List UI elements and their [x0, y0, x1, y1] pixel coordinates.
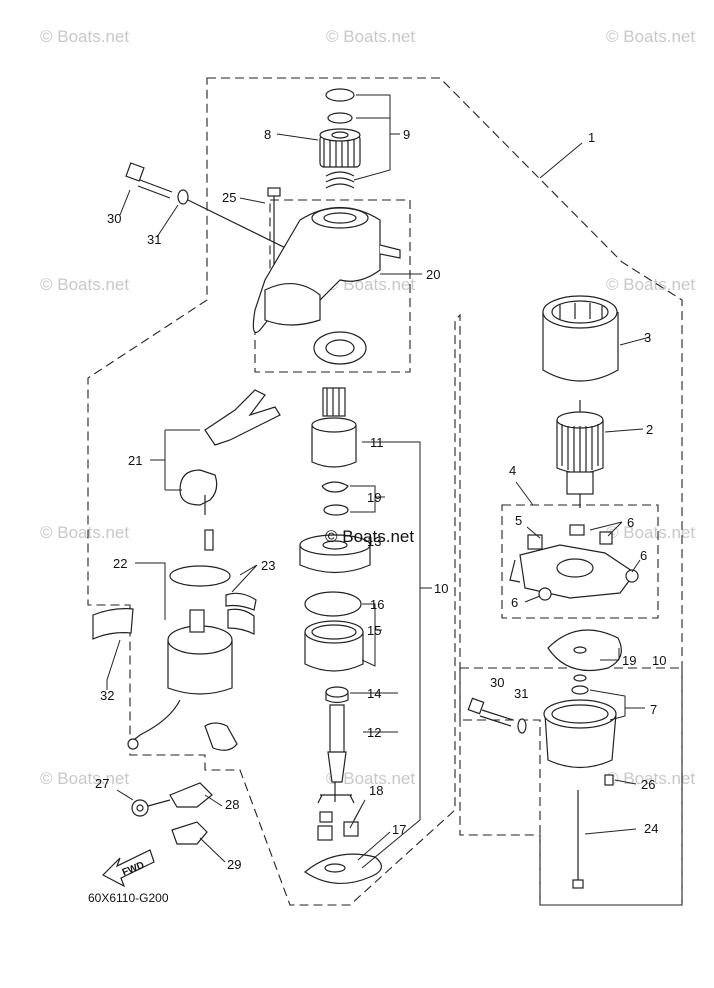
part-30-bolt-lower — [467, 697, 514, 727]
watermark-text: © Boats.net — [40, 27, 129, 46]
watermark-text: © Boats.net — [40, 769, 129, 788]
part-22-solenoid — [127, 529, 233, 750]
part-21-stopper-lever — [179, 389, 281, 515]
callout-14: 14 — [367, 686, 381, 701]
callout-20: 20 — [426, 267, 440, 282]
part-2-armature — [556, 400, 604, 508]
callout-15: 15 — [367, 623, 381, 638]
center-watermark: © Boats.net — [325, 527, 414, 546]
callout-23: 23 — [261, 558, 275, 573]
callout-18: 18 — [369, 783, 383, 798]
callout-17: 17 — [392, 822, 406, 837]
watermark-text: © Boats.net — [326, 27, 415, 46]
part-11-clutch-assembly — [311, 387, 357, 468]
callout-6a: 6 — [627, 515, 634, 530]
outline-part-4 — [501, 504, 659, 619]
part-18-planet-gears — [317, 811, 359, 841]
callout-2: 2 — [646, 422, 653, 437]
callout-11: 11 — [370, 435, 384, 450]
part-28-terminal — [169, 782, 213, 808]
callout-4: 4 — [509, 463, 516, 478]
part-12-shaft — [317, 704, 355, 804]
callout-6b: 6 — [640, 548, 647, 563]
callout-12: 12 — [367, 725, 381, 740]
callout-30a: 30 — [107, 211, 121, 226]
callout-8: 8 — [264, 127, 271, 142]
callout-31b: 31 — [514, 686, 528, 701]
part-17-plate — [303, 853, 382, 885]
callout-31a: 31 — [147, 232, 161, 247]
callout-29: 29 — [227, 857, 241, 872]
part-23-rubber-seal — [225, 592, 257, 635]
callout-22: 22 — [113, 556, 127, 571]
watermark-text: © Boats.net — [40, 275, 129, 294]
leader-lines — [106, 94, 651, 869]
part-7-rear-cover — [543, 674, 617, 769]
part-26-screw — [604, 774, 614, 786]
callout-24: 24 — [644, 821, 658, 836]
callout-1: 1 — [588, 130, 595, 145]
callout-7: 7 — [650, 702, 657, 717]
watermark-text: © Boats.net — [606, 27, 695, 46]
callout-9: 9 — [403, 127, 410, 142]
part-31-washer-lower — [517, 718, 527, 734]
part-13-planetary-gear-carrier — [299, 534, 371, 574]
watermark-text: © Boats.net — [606, 275, 695, 294]
callout-16: 16 — [370, 597, 384, 612]
callout-5: 5 — [515, 513, 522, 528]
part-8-pinion-gear — [319, 128, 361, 168]
callout-19a: 19 — [367, 490, 381, 505]
callout-19b: 19 — [622, 653, 636, 668]
watermark-text: © Boats.net — [40, 523, 129, 542]
callout-32: 32 — [100, 688, 114, 703]
callout-3: 3 — [644, 330, 651, 345]
part-30-bolt-upper — [125, 162, 173, 199]
part-20-front-housing — [252, 206, 401, 365]
part-19-plate-right — [547, 629, 622, 672]
part-3-yoke — [542, 295, 619, 382]
callout-numbers: 1 2 3 4 5 6 6 6 7 8 9 10 10 11 12 13 14 … — [95, 127, 666, 872]
callout-13: 13 — [367, 534, 381, 549]
part-29-bracket — [171, 821, 208, 845]
callout-10a: 10 — [434, 581, 448, 596]
part-32-cover — [92, 608, 134, 640]
part-9-stopper-ring-set — [325, 88, 355, 189]
callout-21: 21 — [128, 453, 142, 468]
part-16-ring — [304, 591, 362, 617]
part-19-clip-and-washer — [321, 481, 349, 516]
part-27-nut — [131, 799, 171, 817]
callout-25: 25 — [222, 190, 236, 205]
callout-28: 28 — [225, 797, 239, 812]
part-15-internal-gear — [304, 620, 364, 672]
callout-27: 27 — [95, 776, 109, 791]
watermarks: © Boats.net © Boats.net © Boats.net © Bo… — [40, 27, 695, 788]
callout-30b: 30 — [490, 675, 504, 690]
callout-6c: 6 — [511, 595, 518, 610]
part-14-bushing — [325, 686, 349, 704]
callout-26: 26 — [641, 777, 655, 792]
outline-part-20 — [254, 199, 411, 373]
assembly-outlines — [87, 77, 683, 906]
part-boot — [204, 722, 238, 751]
watermark-text: © Boats.net — [606, 769, 695, 788]
watermark-text: © Boats.net — [326, 769, 415, 788]
part-24-through-bolt — [572, 790, 584, 889]
fwd-arrow-icon: FWD — [101, 849, 155, 888]
part-4-brush-holder — [509, 524, 639, 601]
callout-10b: 10 — [652, 653, 666, 668]
diagram-code: 60X6110-G200 — [88, 891, 169, 905]
watermark-text: © Boats.net — [606, 523, 695, 542]
